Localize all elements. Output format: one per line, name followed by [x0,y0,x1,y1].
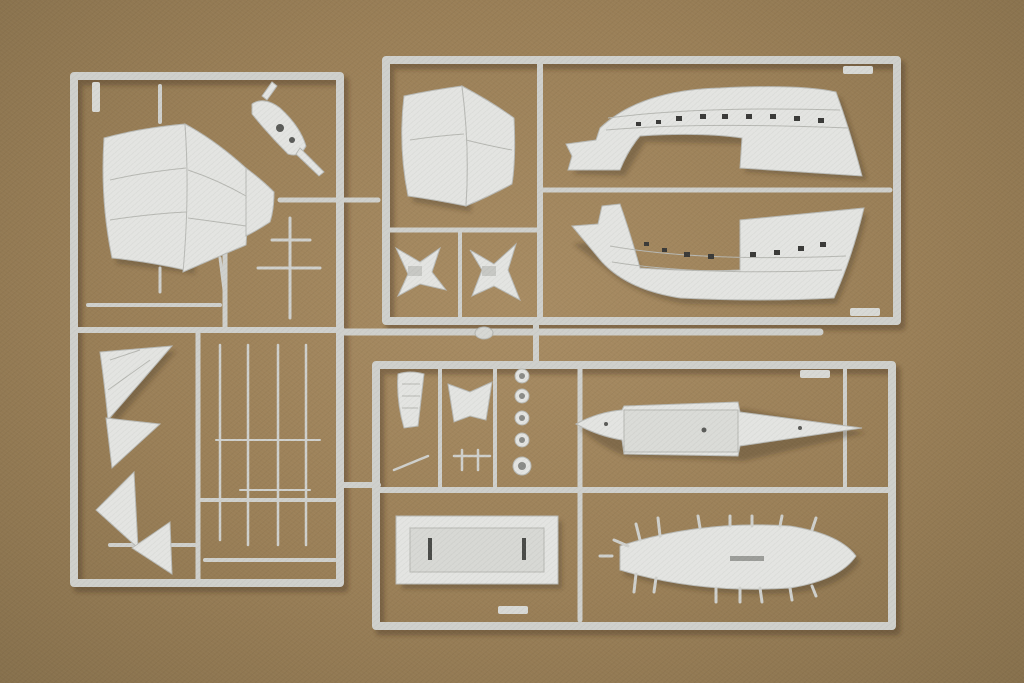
hull-pegs-bottom [632,572,818,604]
hull-half-lower [570,203,867,305]
mast-spar [256,216,322,320]
triangular-sails [95,345,176,575]
rigging-rods [215,343,321,547]
lower-hull-with-pegs [598,514,860,604]
bottom-right-sprue-frame [372,361,896,630]
bowsprit-part [251,81,325,177]
deck-rings-column [512,368,532,476]
hull-pegs-top [634,514,818,542]
main-deck-part [574,401,866,461]
large-sail-set [102,123,275,294]
connector-rails [336,317,824,488]
gun-ports-upper [636,114,824,126]
stern-parts [392,371,493,472]
topsail-pair [401,85,516,212]
top-right-sprue-frame [382,56,901,325]
hull-half-upper [565,86,867,180]
deck-hatch-tray [395,515,562,589]
figurehead-parts [394,242,521,302]
gun-ports-lower [644,242,826,259]
sprue-tabs [92,66,880,614]
